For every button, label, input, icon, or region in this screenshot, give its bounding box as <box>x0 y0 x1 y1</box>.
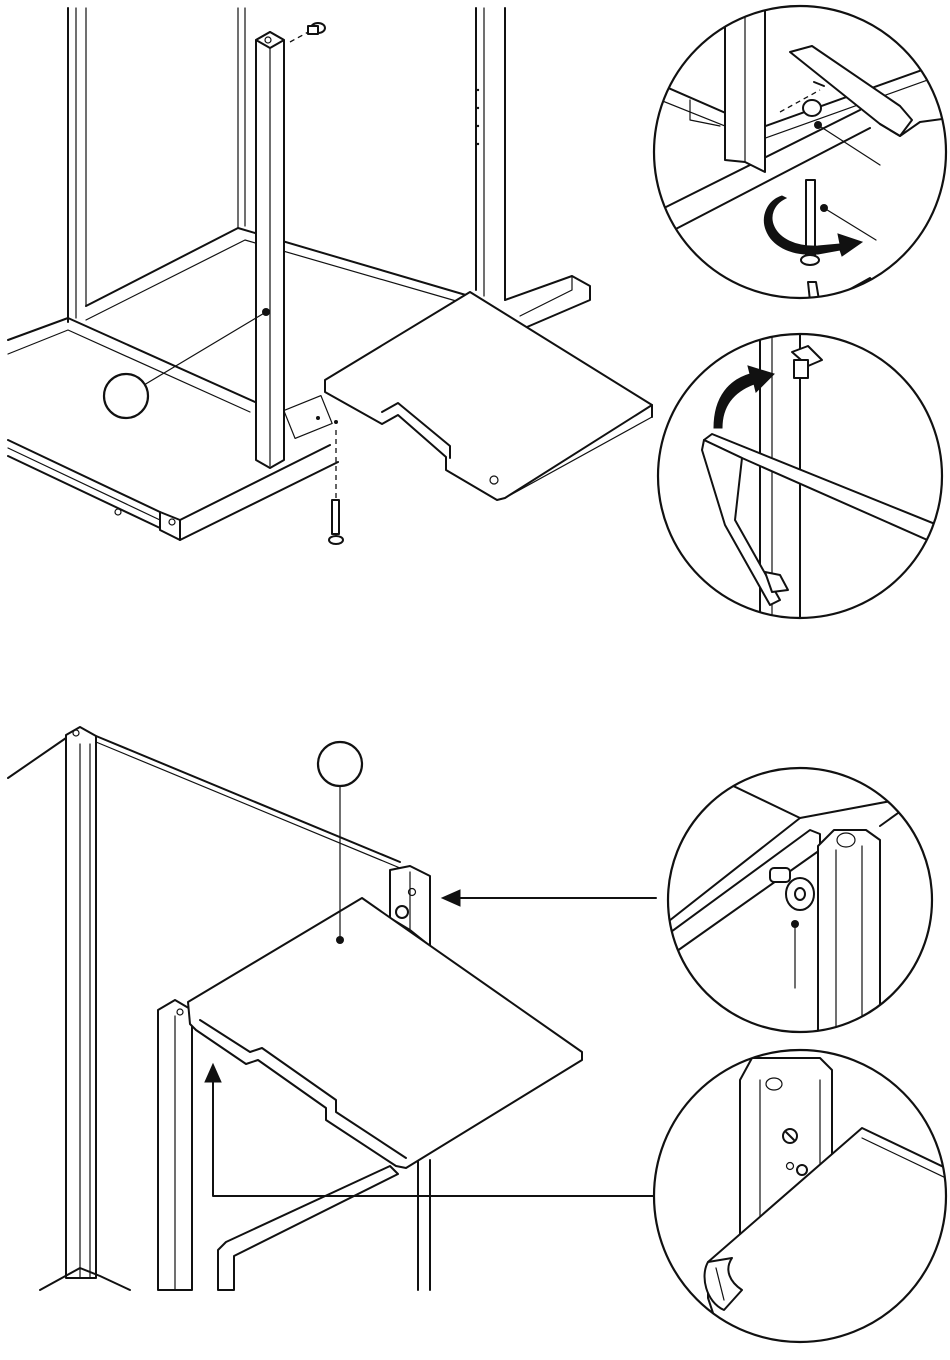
bottom-assembly-view <box>8 727 656 1290</box>
top-assembly-view <box>8 8 652 544</box>
detail-shelf-tilt <box>650 330 950 630</box>
cam-screw-top <box>290 23 325 42</box>
straight-arrow-icon <box>442 890 656 906</box>
rear-left-post <box>68 8 245 322</box>
front-post <box>144 32 284 468</box>
rear-right-post <box>476 8 505 300</box>
detail-pin-rotate <box>650 0 950 320</box>
shelf-board <box>325 292 652 500</box>
part-callout-circle <box>104 374 148 418</box>
shelf-pin <box>316 416 343 544</box>
shelf-board-lower <box>188 898 582 1168</box>
detail-peg-washer <box>660 760 950 1040</box>
detail-shelf-notch <box>650 1046 950 1346</box>
shelf-callout-circle <box>318 742 362 786</box>
